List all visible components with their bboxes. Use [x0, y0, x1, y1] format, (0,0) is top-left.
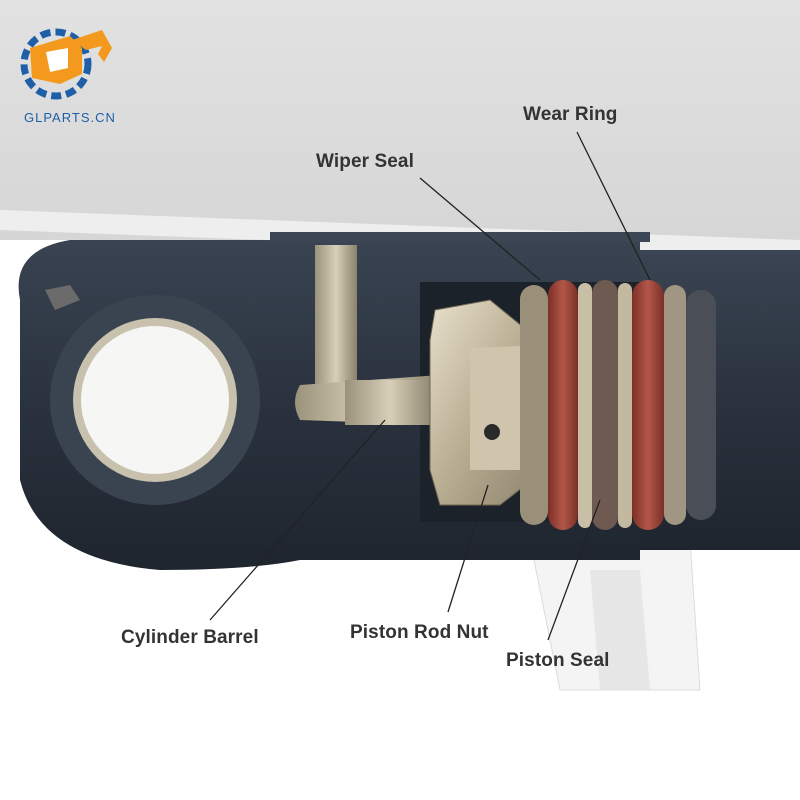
label-wear-ring: Wear Ring	[523, 104, 618, 125]
bottom-margin	[0, 700, 800, 800]
label-cylinder-barrel: Cylinder Barrel	[121, 627, 259, 648]
excavator-logo-icon	[20, 28, 112, 100]
label-wiper-seal: Wiper Seal	[316, 151, 414, 172]
label-piston-rod-nut: Piston Rod Nut	[350, 622, 489, 643]
brand-name: GLPARTS.CN	[24, 110, 116, 125]
label-piston-seal: Piston Seal	[506, 650, 610, 671]
brand-logo: GLPARTS.CN	[10, 18, 120, 125]
cylinder-cutaway-photo	[0, 0, 800, 691]
